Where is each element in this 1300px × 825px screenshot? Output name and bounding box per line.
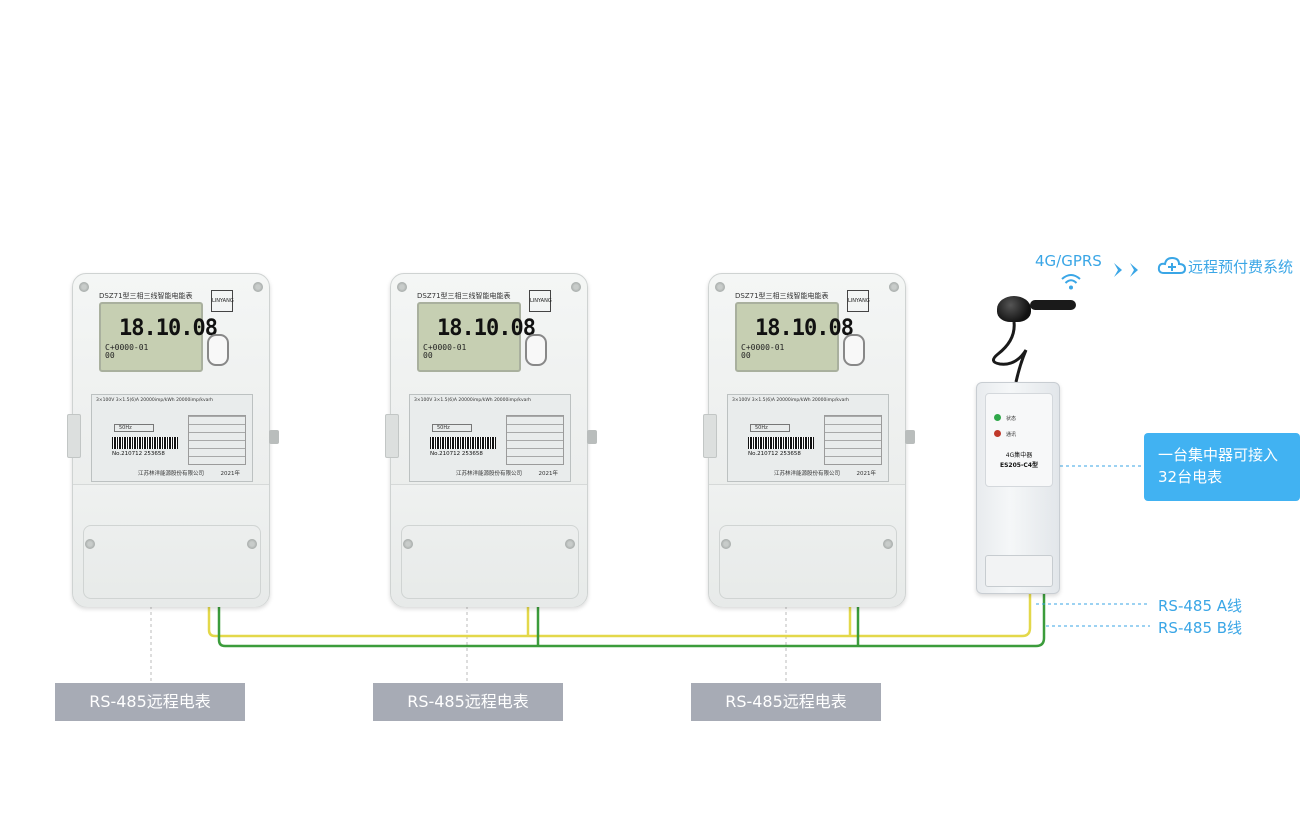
brand-logo: LINYANG	[529, 290, 552, 312]
screw	[565, 539, 575, 549]
year: 2021年	[856, 471, 877, 477]
side-clip	[385, 414, 399, 458]
display-button[interactable]	[843, 334, 865, 366]
callout-line-1: 一台集中器可接入	[1158, 446, 1279, 464]
comm-led-label: 通讯	[1006, 432, 1017, 438]
serial-number: No.210712 253658	[430, 451, 483, 457]
wiring-table	[506, 415, 564, 465]
frequency-box: 50Hz	[432, 424, 472, 432]
spec-line: 3×100V 3×1.5(6)A 20000imp/kWh 20000imp/k…	[414, 398, 532, 403]
frequency-box: 50Hz	[750, 424, 790, 432]
year: 2021年	[538, 471, 559, 477]
brand-logo: LINYANG	[847, 290, 870, 312]
antenna-cable	[992, 321, 1028, 383]
meter-1: DSZ71型三相三线智能电能表 LINYANG 18.10.08 C+0000-…	[67, 273, 279, 607]
status-led-icon	[994, 414, 1001, 421]
chevron-right-icon	[1114, 263, 1138, 277]
meter-3-caption: RS-485远程电表	[691, 683, 881, 721]
screw	[889, 282, 899, 292]
meter-3: DSZ71型三相三线智能电能表 LINYANG 18.10.08 C+0000-…	[703, 273, 915, 607]
spec-line: 3×100V 3×1.5(6)A 20000imp/kWh 20000imp/k…	[732, 398, 850, 403]
screw	[715, 282, 725, 292]
nameplate: 3×100V 3×1.5(6)A 20000imp/kWh 20000imp/k…	[91, 394, 253, 482]
meter-2-caption: RS-485远程电表	[373, 683, 563, 721]
seal-tab	[587, 430, 597, 444]
nameplate: 3×100V 3×1.5(6)A 20000imp/kWh 20000imp/k…	[727, 394, 889, 482]
lcd-reading: 18.10.08	[437, 316, 536, 341]
terminal-cover	[709, 484, 905, 607]
meter-2: DSZ71型三相三线智能电能表 LINYANG 18.10.08 C+0000-…	[385, 273, 597, 607]
antenna-connector	[1030, 300, 1076, 310]
screw	[79, 282, 89, 292]
screw	[85, 539, 95, 549]
seal-tab	[269, 430, 279, 444]
screw	[253, 282, 263, 292]
barcode	[748, 437, 814, 449]
nameplate: 3×100V 3×1.5(6)A 20000imp/kWh 20000imp/k…	[409, 394, 571, 482]
wiring-table	[188, 415, 246, 465]
concentrator-device: 状态 通讯 4G集中器 ES205-C4型	[976, 382, 1060, 594]
frequency-box: 50Hz	[114, 424, 154, 432]
wifi-icon	[1061, 274, 1081, 290]
capacity-callout: 一台集中器可接入 32台电表	[1144, 433, 1300, 501]
antenna-icon	[997, 296, 1031, 322]
wiring-table	[824, 415, 882, 465]
lcd-reading: 18.10.08	[119, 316, 218, 341]
screw	[403, 539, 413, 549]
screw	[571, 282, 581, 292]
callout-line-2: 32台电表	[1158, 468, 1223, 486]
side-clip	[703, 414, 717, 458]
year: 2021年	[220, 471, 241, 477]
cloud-icon	[1157, 256, 1187, 274]
screw	[721, 539, 731, 549]
screw	[247, 539, 257, 549]
rs485-b-label: RS-485 B线	[1158, 619, 1243, 637]
cover-panel	[83, 525, 261, 599]
side-clip	[67, 414, 81, 458]
serial-number: No.210712 253658	[748, 451, 801, 457]
protocol-label: 4G/GPRS	[1035, 252, 1102, 270]
display-button[interactable]	[525, 334, 547, 366]
terminal-cover	[391, 484, 587, 607]
serial-number: No.210712 253658	[112, 451, 165, 457]
rs485-a-wire	[207, 592, 1032, 638]
meter-model-title: DSZ71型三相三线智能电能表	[735, 292, 829, 300]
concentrator-face: 状态 通讯 4G集中器 ES205-C4型	[985, 393, 1053, 487]
prepaid-system-label: 远程预付费系统	[1188, 258, 1294, 276]
concentrator-model-name: 4G集中器	[1005, 452, 1033, 459]
manufacturer: 江苏林洋能源股份有限公司	[456, 471, 523, 477]
rs485-b-wire	[217, 592, 1046, 648]
screw	[883, 539, 893, 549]
cover-panel	[719, 525, 897, 599]
display-button[interactable]	[207, 334, 229, 366]
barcode	[430, 437, 496, 449]
barcode	[112, 437, 178, 449]
seal-tab	[905, 430, 915, 444]
meter-1-caption: RS-485远程电表	[55, 683, 245, 721]
meter-model-title: DSZ71型三相三线智能电能表	[417, 292, 511, 300]
terminal-cover	[73, 484, 269, 607]
rs485-a-label: RS-485 A线	[1158, 597, 1243, 615]
meter-model-title: DSZ71型三相三线智能电能表	[99, 292, 193, 300]
spec-line: 3×100V 3×1.5(6)A 20000imp/kWh 20000imp/k…	[96, 398, 214, 403]
comm-led-icon	[994, 430, 1001, 437]
lcd-reading: 18.10.08	[755, 316, 854, 341]
brand-logo: LINYANG	[211, 290, 234, 312]
screw	[397, 282, 407, 292]
concentrator-model-code: ES205-C4型	[999, 462, 1038, 469]
terminal-block	[985, 555, 1053, 587]
manufacturer: 江苏林洋能源股份有限公司	[774, 471, 841, 477]
cover-panel	[401, 525, 579, 599]
status-led-label: 状态	[1006, 416, 1017, 422]
manufacturer: 江苏林洋能源股份有限公司	[138, 471, 205, 477]
